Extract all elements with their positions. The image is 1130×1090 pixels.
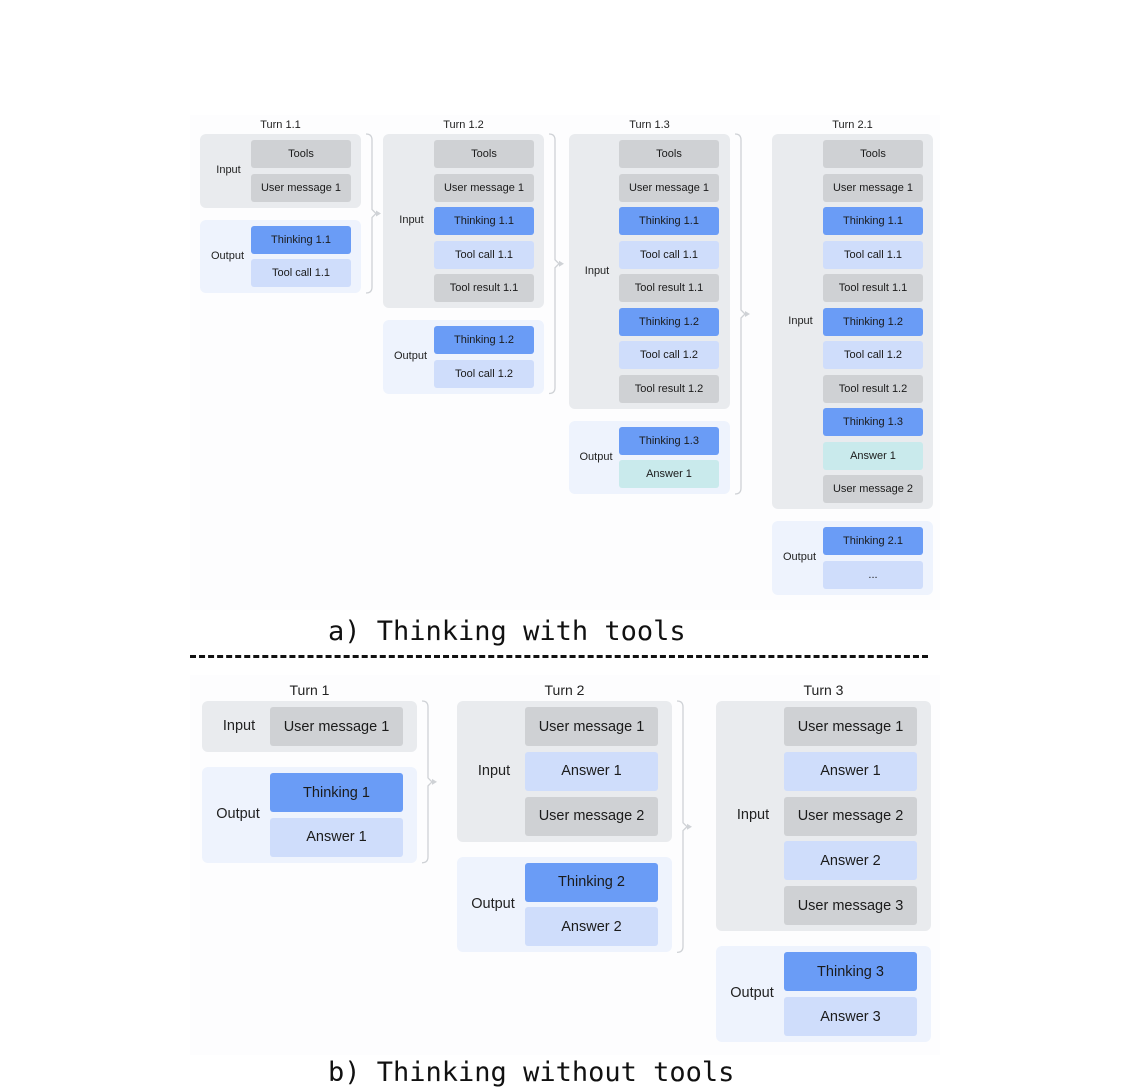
a-turn-4-input-label: Input bbox=[788, 314, 813, 327]
a-turn-2-arrow-icon bbox=[559, 260, 564, 267]
b-turn-2-bracket bbox=[676, 700, 688, 954]
b-turn-3-output-item: Answer 3 bbox=[784, 997, 917, 1036]
a-turn-1-input-item: Tools bbox=[251, 140, 351, 168]
a-turn-3-input-item: User message 1 bbox=[619, 173, 719, 202]
b-turn-3-input-item: Answer 2 bbox=[784, 841, 917, 881]
a-turn-1-input-item: User message 1 bbox=[251, 173, 351, 202]
a-turn-2-input-item: Tool result 1.1 bbox=[434, 274, 534, 302]
b-turn-3-input-label: Input bbox=[736, 807, 770, 824]
a-turn-1-output-item: Thinking 1.1 bbox=[251, 225, 351, 254]
a-turn-4-output-item: ... bbox=[823, 560, 923, 589]
b-turn-1-bracket bbox=[421, 700, 433, 864]
a-turn-4-output-label: Output bbox=[782, 551, 817, 564]
b-turn-3-input-item: Answer 1 bbox=[784, 751, 917, 791]
panel-b-caption: b) Thinking without tools bbox=[328, 1057, 735, 1088]
a-turn-3-input-item: Tool call 1.2 bbox=[619, 341, 719, 369]
a-turn-2-output-item: Thinking 1.2 bbox=[434, 326, 534, 354]
a-turn-4-input-item: Answer 1 bbox=[823, 441, 923, 470]
b-turn-2-output-item: Answer 2 bbox=[525, 907, 658, 947]
a-turn-3-arrow-icon bbox=[745, 311, 750, 317]
a-turn-3-bracket bbox=[734, 133, 746, 495]
b-turn-2-input-label: Input bbox=[477, 762, 511, 779]
a-turn-3-input-label: Input bbox=[584, 264, 610, 277]
b-turn-1-arrow-icon bbox=[432, 778, 437, 785]
a-turn-1-input-label: Input bbox=[216, 164, 241, 177]
b-turn-3-output-label: Output bbox=[730, 985, 774, 1002]
a-turn-4-input-item: Thinking 1.2 bbox=[823, 307, 923, 336]
a-turn-4-input-item: Thinking 1.1 bbox=[823, 207, 923, 235]
a-turn-4-title: Turn 2.1 bbox=[832, 119, 873, 131]
b-turn-1-input-label: Input bbox=[222, 717, 256, 734]
a-turn-1-bracket bbox=[365, 133, 377, 294]
a-turn-4-input-item: Tool call 1.2 bbox=[823, 341, 923, 369]
a-turn-4-input-item: Tools bbox=[823, 140, 923, 168]
a-turn-2-output-item: Tool call 1.2 bbox=[434, 359, 534, 388]
a-turn-1-output-item: Tool call 1.1 bbox=[251, 259, 351, 287]
a-turn-3-input-item: Thinking 1.2 bbox=[619, 307, 719, 336]
a-turn-4-input-item: Thinking 1.3 bbox=[823, 408, 923, 436]
b-turn-2-output-label: Output bbox=[471, 895, 515, 912]
b-turn-2-title: Turn 2 bbox=[544, 682, 585, 698]
a-turn-3-input-item: Tool result 1.2 bbox=[619, 374, 719, 403]
panel-a-caption: a) Thinking with tools bbox=[328, 616, 686, 647]
b-turn-3-input-item: User message 3 bbox=[784, 886, 917, 926]
a-turn-2-output-label: Output bbox=[393, 350, 428, 363]
a-turn-4-output-item: Thinking 2.1 bbox=[823, 527, 923, 555]
a-turn-3-output-item: Thinking 1.3 bbox=[619, 426, 719, 455]
a-turn-4-input-item: User message 2 bbox=[823, 475, 923, 503]
a-turn-4-input-item: Tool call 1.1 bbox=[823, 240, 923, 269]
a-turn-2-title: Turn 1.2 bbox=[443, 119, 484, 131]
a-turn-2-input-item: Tool call 1.1 bbox=[434, 240, 534, 269]
a-turn-1-output-label: Output bbox=[210, 249, 245, 262]
b-turn-2-input-item: User message 2 bbox=[525, 796, 658, 836]
a-turn-4-input-item: User message 1 bbox=[823, 173, 923, 202]
a-turn-3-output-item: Answer 1 bbox=[619, 460, 719, 488]
b-turn-2-input-item: User message 1 bbox=[525, 707, 658, 746]
a-turn-2-input-label: Input bbox=[399, 214, 424, 227]
b-turn-1-output-item: Thinking 1 bbox=[270, 773, 403, 812]
b-turn-1-output-item: Answer 1 bbox=[270, 817, 403, 857]
b-turn-2-output-item: Thinking 2 bbox=[525, 862, 658, 902]
b-turn-1-output-label: Output bbox=[216, 806, 260, 823]
b-turn-1-title: Turn 1 bbox=[289, 682, 330, 698]
a-turn-1-title: Turn 1.1 bbox=[260, 119, 301, 131]
a-turn-3-input-item: Thinking 1.1 bbox=[619, 207, 719, 235]
a-turn-1-arrow-icon bbox=[376, 210, 381, 217]
a-turn-2-input-item: User message 1 bbox=[434, 173, 534, 202]
a-turn-4-input-item: Tool result 1.2 bbox=[823, 374, 923, 403]
b-turn-1-input-item: User message 1 bbox=[270, 707, 403, 746]
a-turn-3-input-item: Tool result 1.1 bbox=[619, 274, 719, 302]
b-turn-2-arrow-icon bbox=[687, 823, 692, 830]
a-turn-3-input-item: Tools bbox=[619, 140, 719, 168]
a-turn-2-input-item: Thinking 1.1 bbox=[434, 207, 534, 235]
a-turn-3-input-item: Tool call 1.1 bbox=[619, 240, 719, 269]
b-turn-3-input-item: User message 1 bbox=[784, 707, 917, 746]
a-turn-4-input-item: Tool result 1.1 bbox=[823, 274, 923, 302]
a-turn-3-title: Turn 1.3 bbox=[629, 119, 670, 131]
b-turn-3-input-item: User message 2 bbox=[784, 796, 917, 836]
a-turn-2-bracket bbox=[548, 133, 560, 395]
section-divider bbox=[190, 655, 928, 658]
a-turn-3-output-label: Output bbox=[579, 450, 613, 463]
b-turn-3-title: Turn 3 bbox=[803, 682, 844, 698]
a-turn-2-input-item: Tools bbox=[434, 140, 534, 168]
b-turn-3-output-item: Thinking 3 bbox=[784, 952, 917, 992]
b-turn-2-input-item: Answer 1 bbox=[525, 751, 658, 791]
